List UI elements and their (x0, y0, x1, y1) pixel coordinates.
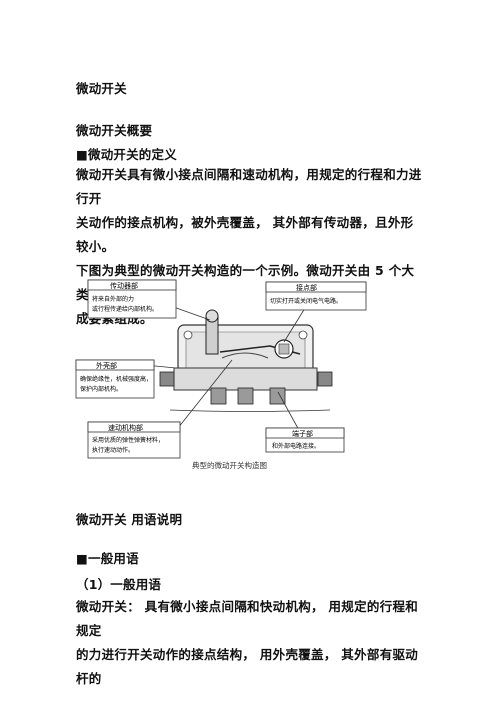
term-paragraph: 微动开关： 具有微小接点间隔和快动机构， 用规定的行程和规定 的力进行开关动作的… (76, 595, 426, 691)
general-terms-subheading: （1）一般用语 (76, 577, 162, 592)
actuator-desc: 或行程传递给内部机构。 (92, 305, 158, 313)
switch-body-illustration (159, 309, 333, 412)
overview-heading: 微动开关概要 (76, 123, 153, 138)
terminal-title: 端子部 (292, 429, 313, 438)
general-terms-heading: ■一般用语 (76, 551, 139, 566)
microswitch-structure-diagram: 传动器部 将来自外部的力 或行程传递给内部机构。 接点部 切实打开或关闭电气电路… (75, 279, 367, 470)
contact-desc: 切实打开或关闭电气电路。 (270, 297, 342, 305)
definition-line: 微动开关具有微小接点间隔和速动机构，用规定的行程和力进行开 (76, 167, 422, 206)
term-line: 微动开关： 具有微小接点间隔和快动机构， 用规定的行程和规定 (76, 599, 419, 638)
actuator-title: 传动器部 (110, 281, 138, 290)
figure-caption: 典型的微动开关构造图 (192, 460, 267, 470)
definition-heading: ■微动开关的定义 (76, 147, 177, 162)
mechanism-callout: 速动机构部 采用优质的弹性弹簧材料， 执行速动动作。 (87, 421, 181, 459)
case-desc: 确保绝缘性，机械强度高， (80, 375, 152, 383)
mechanism-title: 速动机构部 (108, 423, 143, 432)
terminal-desc: 和外部电路连接。 (272, 442, 320, 450)
case-title: 外壳部 (96, 361, 117, 370)
actuator-callout: 传动器部 将来自外部的力 或行程传递给内部机构。 (87, 279, 177, 319)
terms-heading: 微动开关 用语说明 (76, 512, 183, 527)
actuator-desc: 将来自外部的力 (92, 295, 134, 303)
term-line: 的力进行开关动作的接点结构， 用外壳覆盖， 其外部有驱动杆的 (76, 647, 419, 686)
doc-title: 微动开关 (76, 81, 127, 96)
contact-title: 接点部 (296, 283, 317, 292)
contact-callout: 接点部 切实打开或关闭电气电路。 (265, 281, 367, 311)
definition-paragraph: 微动开关具有微小接点间隔和速动机构，用规定的行程和力进行开 关动作的接点机构，被… (76, 163, 426, 331)
case-desc: 保护内部机构。 (80, 385, 122, 393)
mechanism-desc: 执行速动动作。 (92, 446, 134, 454)
terminal-callout: 端子部 和外部电路连接。 (265, 427, 345, 453)
case-callout: 外壳部 确保绝缘性，机械强度高， 保护内部机构。 (75, 359, 155, 399)
definition-line: 关动作的接点机构，被外壳覆盖， 其外部有传动器，且外形较小。 (76, 215, 414, 254)
mechanism-desc: 采用优质的弹性弹簧材料， (92, 436, 164, 444)
